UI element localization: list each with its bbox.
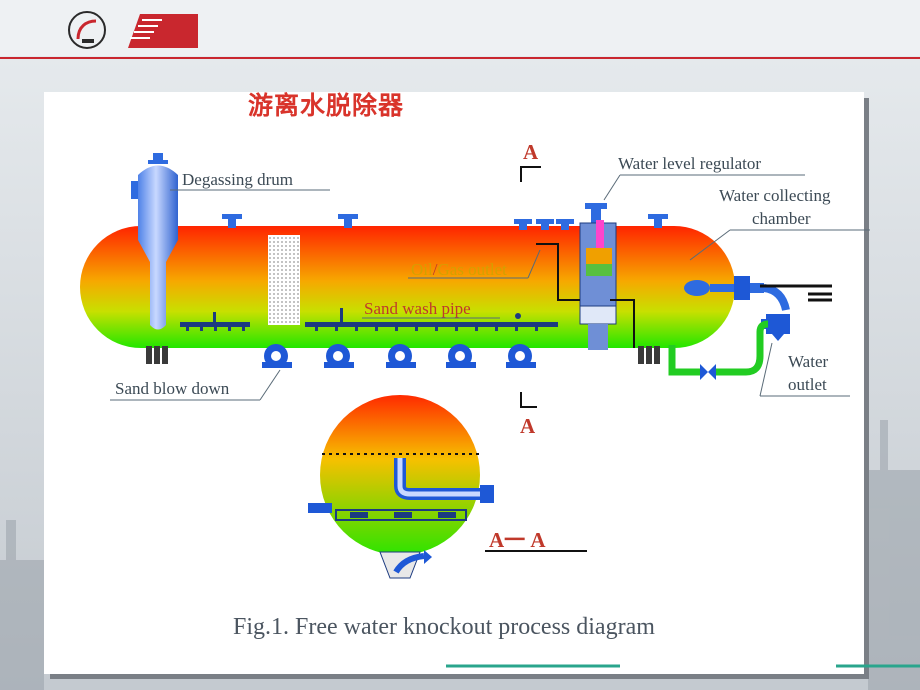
section-marks: [485, 166, 587, 552]
label-slash: /: [432, 260, 438, 279]
water-collecting-chamber: [684, 276, 832, 311]
label-sand-blow-down: Sand blow down: [115, 379, 230, 398]
label-degassing-drum: Degassing drum: [182, 170, 293, 189]
degassing-drum: [131, 153, 178, 330]
label-oil-gas-outlet: Oil/Gas outlet: [411, 260, 507, 280]
oil-gas-outlet-line: [536, 243, 580, 301]
section-view-label: A一 A: [489, 528, 546, 552]
label-sand-wash-pipe: Sand wash pipe: [364, 299, 471, 318]
sand-wash-pipe: [180, 308, 558, 331]
label-oil: Oil: [411, 260, 433, 279]
sand-hoppers: [262, 344, 536, 368]
diagram-panel: [44, 92, 864, 674]
top-nozzles: [222, 214, 668, 230]
label-gas-outlet: Gas outlet: [437, 260, 507, 279]
section-mark-top: A: [523, 140, 539, 164]
mesh-pack: [268, 235, 300, 325]
label-chamber: chamber: [752, 209, 811, 228]
support-saddles: [146, 346, 660, 364]
logo-stripes-icon: [128, 14, 198, 48]
label-water-collecting: Water collecting: [719, 186, 831, 205]
panel-shadow: [50, 674, 869, 679]
section-view: [308, 395, 494, 579]
label-outlet: outlet: [788, 375, 827, 394]
label-water: Water: [788, 352, 829, 371]
section-mark-bottom: A: [520, 414, 536, 438]
diagram-title-cn: 游离水脱除器: [248, 91, 405, 120]
label-water-level-regulator: Water level regulator: [618, 154, 762, 173]
sinopec-logo: [68, 11, 106, 49]
water-level-regulator: [579, 203, 617, 350]
figure-caption: Fig.1. Free water knockout process diagr…: [233, 614, 655, 640]
leader-lines: [110, 174, 870, 401]
header-rule: [0, 57, 920, 59]
water-outlet-piping: [668, 314, 790, 380]
vessel-body: [80, 226, 735, 348]
panel-shadow: [864, 98, 869, 678]
